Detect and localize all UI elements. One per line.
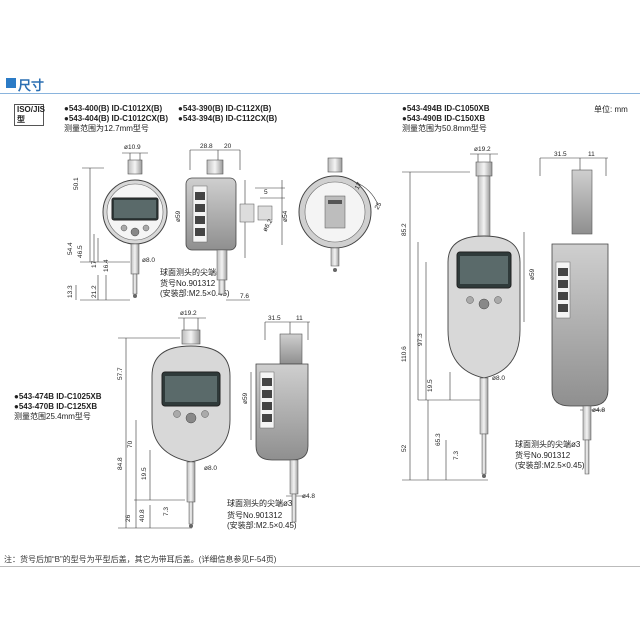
group-c-side-dims: 31.5 11 ø59 ø4.8 — [242, 315, 315, 500]
a-dim-angle: 25 — [374, 201, 384, 211]
c-callout-contact: 球面测头的尖端ø3 — [227, 499, 293, 508]
c-dim-height-2: 84.8 — [117, 457, 124, 470]
b-dim-body-dia: ø59 — [529, 268, 536, 280]
group-b-range: 测量范围为50.8mm型号 — [402, 124, 487, 133]
group-b-front-dims: ø19.2 85.2 110.6 97.3 19.5 ø8.0 65.3 52 … — [401, 146, 505, 460]
a-dim-lug-1: 5 — [264, 189, 268, 196]
iso-jis-type-label: 型 — [17, 115, 25, 124]
dimension-line-art — [75, 149, 608, 529]
c-dim-body-dia: ø59 — [242, 392, 249, 404]
group-c-front-dims: ø19.2 57.7 84.8 70 19.5 ø8.0 40.8 26 7.3 — [117, 310, 217, 522]
a-dim-offset: 7.6 — [240, 293, 249, 300]
a-dim-stem-dia: ø10.9 — [124, 144, 141, 151]
section-title: 尺寸 — [18, 78, 45, 93]
c-dim-spindle-dia: ø8.0 — [204, 465, 217, 472]
b-callout-screw: (安装部:M2.5×0.45) — [515, 461, 585, 470]
group-c-front-gauge — [151, 329, 231, 528]
c-dim-stem-dia: ø19.2 — [180, 310, 197, 317]
a-dim-back-dia: ø54 — [282, 210, 289, 222]
a-dim-height-2: 54.4 — [67, 242, 74, 255]
group-a-model-1: ●543-400(B) ID-C1012X(B) — [64, 104, 163, 113]
b-callout-contact: 球面测头的尖端ø3 — [515, 440, 581, 449]
group-b-side-dims: 31.5 11 ø59 ø4.8 — [529, 151, 605, 414]
b-dim-depth-2: 11 — [588, 151, 595, 158]
iso-jis-label: ISO/JIS — [17, 105, 46, 114]
b-dim-depth-1: 31.5 — [554, 151, 567, 158]
c-dim-depth-1: 31.5 — [268, 315, 281, 322]
b-dim-spindle-dia: ø8.0 — [492, 375, 505, 382]
c-callout-screw: (安装部:M2.5×0.45) — [227, 521, 297, 530]
group-c-model-2: ●543-470B ID-C125XB — [14, 402, 98, 411]
group-c-model-1: ●543-474B ID-C1025XB — [14, 392, 102, 401]
b-dim-height-1: 85.2 — [401, 223, 408, 236]
a-dim-height-3: 46.5 — [77, 245, 84, 258]
b-dim-tip-dia: ø4.8 — [592, 407, 605, 414]
group-c-side-gauge — [255, 333, 309, 523]
group-a-model-4: ●543-394(B) ID-C112CX(B) — [178, 114, 278, 123]
group-a-side-gauge — [185, 159, 255, 295]
a-dim-depth-2: 20 — [224, 143, 232, 150]
c-dim-height-7: 7.3 — [163, 507, 170, 516]
c-dim-height-6: 26 — [125, 514, 132, 522]
group-a-front-gauge — [102, 159, 168, 298]
section-divider — [0, 93, 640, 94]
group-a-side-dims: 28.8 20 ø59 7.6 — [175, 143, 249, 300]
section-marker-icon — [6, 78, 16, 88]
group-a-model-2: ●543-390(B) ID-C112X(B) — [178, 104, 272, 113]
a-dim-spindle-dia: ø8.0 — [142, 257, 155, 264]
a-dim-height-5: 21.2 — [91, 285, 98, 298]
group-a-back-gauge — [257, 157, 372, 272]
a-dim-lug-2: 17 — [354, 181, 364, 191]
c-dim-height-5: 40.8 — [139, 509, 146, 522]
a-callout-screw: (安装部:M2.5×0.45) — [160, 289, 230, 298]
a-dim-body-dia: ø59 — [175, 210, 182, 222]
c-dim-tip-dia: ø4.8 — [302, 493, 315, 500]
a-dim-height-4: 17 — [91, 260, 98, 268]
b-dim-height-3: 97.3 — [417, 333, 424, 346]
c-dim-depth-2: 11 — [296, 315, 303, 322]
a-dim-height-7: 16.4 — [103, 259, 110, 272]
a-dim-height-6: 13.3 — [67, 285, 74, 298]
b-dim-height-5: 65.3 — [435, 433, 442, 446]
bottom-divider — [0, 566, 640, 567]
c-callout-partno: 货号No.901312 — [227, 511, 283, 520]
b-dim-height-4: 19.5 — [427, 379, 434, 392]
group-b-front-gauge — [447, 161, 521, 478]
b-dim-stem-dia: ø19.2 — [474, 146, 491, 153]
c-dim-height-3: 70 — [127, 440, 134, 448]
b-dim-height-7: 7.3 — [453, 451, 460, 460]
section-header: 尺寸 — [0, 72, 640, 94]
group-a-model-3: ●543-404(B) ID-C1012CX(B) — [64, 114, 168, 123]
group-b-side-gauge — [551, 169, 609, 475]
a-dim-depth-1: 28.8 — [200, 143, 213, 150]
b-callout-partno: 货号No.901312 — [515, 451, 571, 460]
iso-jis-box: ISO/JIS 型 — [14, 104, 46, 126]
a-dim-height-1: 50.1 — [73, 177, 80, 190]
group-a-range: 测量范围为12.7mm型号 — [64, 124, 149, 133]
footnote: 注：货号后加“B”的型号为平型后盖，其它为带耳后盖。(详细信息参见F-54页) — [4, 555, 277, 564]
b-dim-height-6: 52 — [401, 444, 408, 452]
unit-label: 单位: mm — [594, 105, 628, 114]
group-a-front-dims: ø10.9 50.1 54.4 46.5 17 21.2 13.3 ø8.0 1… — [67, 144, 155, 298]
group-b-model-1: ●543-494B ID-C1050XB — [402, 104, 490, 113]
a-callout-partno: 货号No.901312 — [160, 279, 216, 288]
c-dim-height-4: 19.5 — [141, 467, 148, 480]
c-dim-height-1: 57.7 — [117, 367, 124, 380]
b-dim-height-2: 110.6 — [401, 346, 408, 362]
group-b-model-2: ●543-490B ID-C150XB — [402, 114, 486, 123]
a-callout-contact: 球面测头的尖端ø3 — [160, 268, 226, 277]
group-c-range: 测量范围25.4mm型号 — [14, 412, 91, 421]
